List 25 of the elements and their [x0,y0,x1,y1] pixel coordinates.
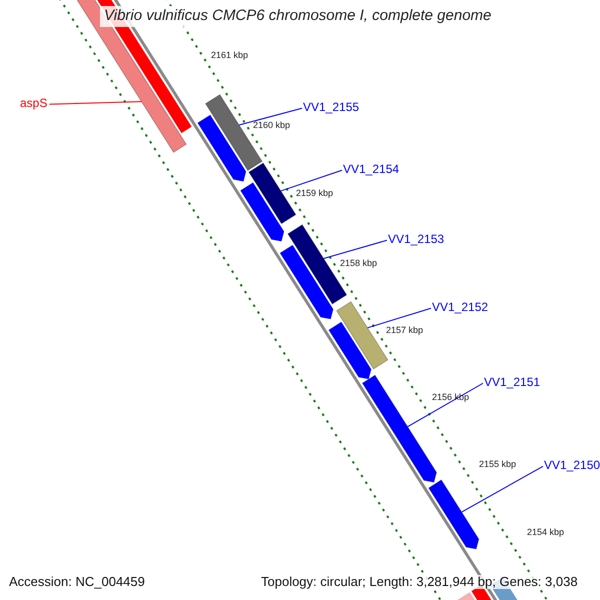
scale-label: 2158 kbp [340,259,378,269]
leader-line [48,101,142,105]
scale-label: 2155 kbp [479,460,516,470]
leader-line [238,108,302,126]
gene-label: aspS [20,97,48,110]
leader-line [367,308,432,328]
gene-segment [248,162,296,224]
gene-label: VV1_2150 [544,459,600,472]
gene-label: VV1_2151 [484,376,540,390]
leader-line [461,466,544,513]
gene-segment [428,479,480,550]
footer-text: Topology: circular; Length: 3,281,944 bp; Genes: 3,038 [261,575,578,590]
scale-label: 2160 kbp [253,121,290,131]
footer-text: Accession: NC_004459 [9,575,145,590]
leader-line [407,382,484,428]
leader-line [280,170,342,192]
gene-label: VV1_2154 [343,163,400,176]
gene-segment [336,301,388,370]
scale-label: 2154 kbp [527,528,564,538]
scale-label: 2159 kbp [296,189,334,199]
gene-label: VV1_2155 [303,101,360,114]
gene-label: VV1_2152 [432,301,488,314]
scale-label: 2157 kbp [386,326,424,336]
scale-label: 2161 kbp [211,51,248,61]
gene-label: VV1_2153 [388,233,444,246]
